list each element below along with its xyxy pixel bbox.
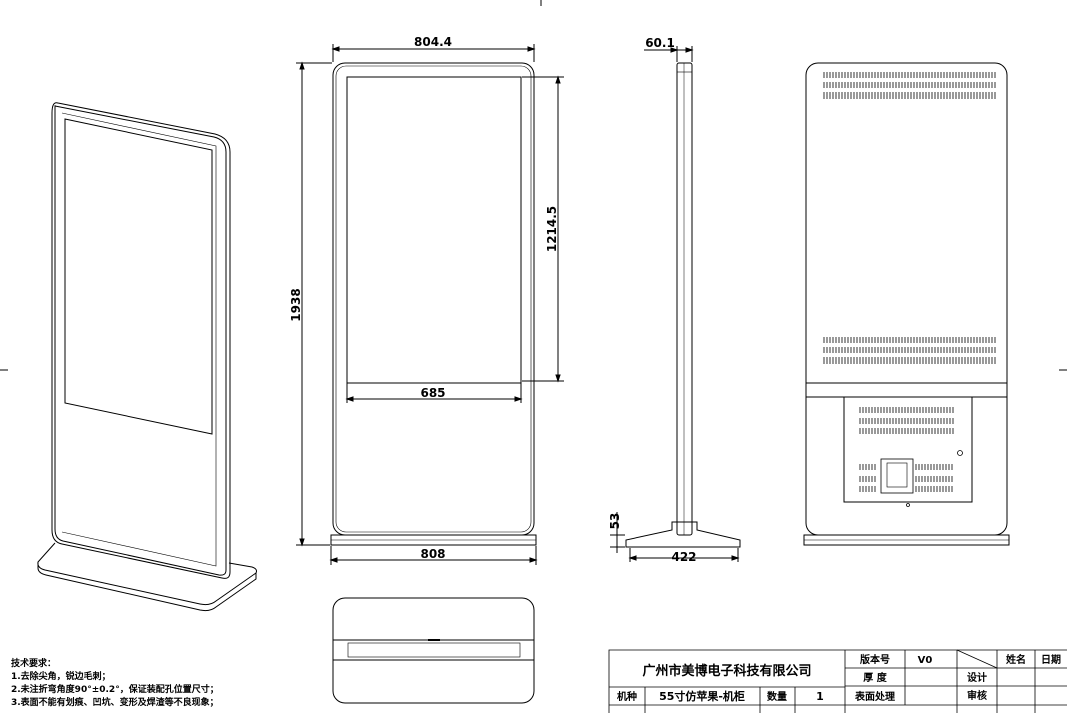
front-outer-frame (332, 62, 535, 536)
iso-base (37, 542, 257, 606)
thickness-label: 厚 度 (863, 671, 887, 684)
version-label: 版本号 (860, 653, 890, 666)
front-screen (346, 76, 522, 384)
dim-screen-height: 1214.5 (545, 206, 559, 252)
name-label: 姓名 (1005, 653, 1026, 666)
surface-label: 表面处理 (854, 690, 895, 703)
model-label: 机种 (617, 690, 637, 703)
design-label: 设计 (967, 671, 987, 684)
dim-side-base-depth: 422 (671, 550, 696, 564)
title-block (608, 649, 1067, 713)
iso-screen (64, 118, 213, 435)
version-value: V0 (918, 655, 933, 666)
qty-label: 数量 (767, 690, 787, 703)
tech-note-item: 2.未注折弯角度90°±0.2°，保证装配孔位置尺寸； (11, 685, 219, 695)
company-name: 广州市美博电子科技有限公司 (642, 663, 811, 679)
tech-notes-title: 技术要求： (11, 659, 57, 669)
rear-view (803, 62, 1010, 546)
dim-side-depth: 60.1 (645, 36, 675, 50)
top-view (332, 597, 535, 704)
front-view (296, 44, 564, 565)
review-label: 审核 (967, 689, 987, 702)
date-label: 日期 (1041, 653, 1061, 666)
qty-value: 1 (816, 690, 824, 703)
isometric-view (37, 102, 257, 612)
dim-side-base-height: 53 (608, 513, 622, 530)
dim-front-width: 804.4 (414, 35, 452, 49)
model-value: 55寸仿苹果-机柜 (659, 689, 745, 703)
side-view (610, 46, 741, 562)
tech-notes: 技术要求： 1.去除尖角，锐边毛刺； 2.未注折弯角度90°±0.2°，保证装配… (11, 658, 219, 710)
frame-ticks (0, 0, 1067, 371)
dim-front-height: 1938 (289, 288, 303, 321)
rear-panel (843, 396, 973, 503)
dim-base-width: 808 (420, 547, 445, 561)
tech-note-item: 3.表面不能有划痕、凹坑、变形及焊渣等不良现象； (11, 698, 219, 708)
tech-note-item: 1.去除尖角，锐边毛刺； (11, 672, 111, 682)
dim-screen-width: 685 (420, 386, 445, 400)
side-base (625, 521, 741, 548)
